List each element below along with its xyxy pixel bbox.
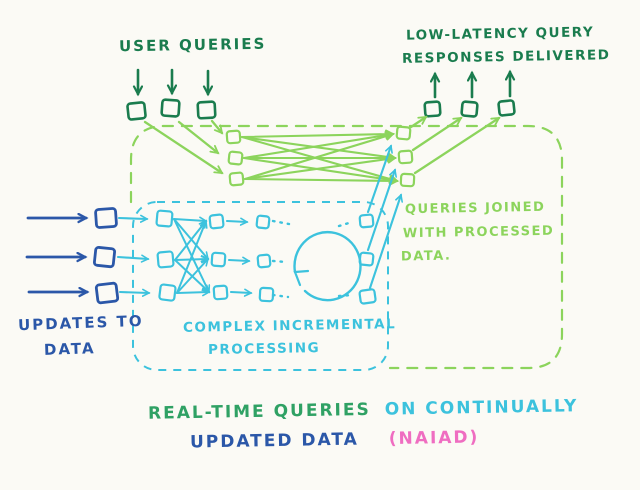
caption-updated-data: UPDATED DATA bbox=[189, 429, 360, 453]
stage-c-node bbox=[258, 286, 275, 303]
shuffle-arrow bbox=[176, 257, 210, 294]
query-feed-arrow bbox=[177, 120, 220, 155]
update-input-node bbox=[93, 246, 116, 269]
query-egress-node bbox=[397, 149, 414, 165]
joined-output-node bbox=[358, 213, 375, 229]
dotted-link bbox=[337, 220, 354, 228]
mesh-arrow bbox=[243, 176, 399, 186]
response-node bbox=[423, 100, 442, 118]
join-arrow bbox=[366, 168, 397, 252]
response-node bbox=[460, 100, 479, 118]
response-output-group bbox=[423, 72, 516, 118]
low-latency-label-line1: LOW-LATENCY QUERY bbox=[405, 24, 595, 44]
incremental-dataflow bbox=[116, 144, 403, 305]
egress-arrow bbox=[413, 116, 501, 175]
queries-joined-label-line3: DATA. bbox=[400, 248, 452, 265]
caption-on-continually: ON CONTINUALLY bbox=[384, 396, 579, 420]
caption-realtime-queries: REAL-TIME QUERIES bbox=[147, 399, 371, 424]
query-feed-arrow bbox=[143, 120, 224, 175]
shuffle-arrow bbox=[176, 219, 208, 294]
mesh-arrow bbox=[242, 130, 395, 160]
joined-output-node bbox=[358, 288, 377, 305]
user-query-node bbox=[160, 98, 181, 118]
stage-arrow bbox=[225, 217, 249, 226]
queries-joined-label-line2: WITH PROCESSED bbox=[402, 223, 555, 242]
stage-a-node bbox=[156, 250, 175, 269]
ingest-arrow bbox=[116, 254, 150, 263]
query-egress-node bbox=[395, 125, 412, 141]
mesh-arrow bbox=[242, 156, 399, 185]
egress-arrow bbox=[411, 116, 463, 152]
mesh-arrow bbox=[243, 154, 397, 181]
dotted-link bbox=[271, 259, 289, 264]
stage-arrow bbox=[227, 256, 251, 265]
query-shuffle-mesh bbox=[240, 129, 399, 186]
stage-b-node bbox=[212, 284, 229, 301]
response-node bbox=[497, 99, 516, 117]
stage-c-node bbox=[256, 253, 272, 269]
query-feed-arrow bbox=[210, 119, 224, 135]
user-query-input-group bbox=[126, 68, 217, 121]
join-arrow bbox=[366, 144, 393, 214]
user-query-node bbox=[126, 101, 147, 121]
data-update-input-group bbox=[25, 207, 120, 305]
dotted-link bbox=[271, 293, 290, 299]
update-input-node bbox=[94, 281, 120, 305]
query-ingress-node bbox=[225, 129, 242, 145]
dotted-link bbox=[271, 219, 291, 226]
caption-naiad: (NAIAD) bbox=[388, 427, 480, 450]
query-ingress-group bbox=[143, 119, 245, 187]
query-ingress-node bbox=[227, 150, 244, 166]
egress-arrow bbox=[409, 115, 428, 129]
join-arrow bbox=[368, 193, 403, 290]
stage-a-node bbox=[155, 209, 174, 228]
joined-output-node bbox=[358, 251, 375, 267]
stage-b-node bbox=[210, 251, 227, 268]
processing-boundary-box bbox=[132, 201, 389, 371]
iteration-loop-arrowhead-icon bbox=[293, 269, 310, 287]
user-queries-label: USER QUERIES bbox=[118, 34, 267, 56]
stage-c-node bbox=[255, 214, 271, 230]
query-egress-group bbox=[395, 115, 501, 188]
mesh-arrow bbox=[240, 129, 395, 139]
query-egress-node bbox=[399, 172, 416, 188]
iteration-loop-icon bbox=[293, 230, 362, 302]
update-input-node bbox=[94, 207, 118, 229]
mesh-arrow bbox=[240, 135, 397, 162]
user-query-node bbox=[196, 100, 217, 120]
shuffle-arrow bbox=[173, 216, 208, 225]
stage-arrow bbox=[229, 288, 253, 297]
mesh-arrow bbox=[243, 131, 395, 181]
shuffle-arrow bbox=[176, 288, 211, 297]
stage-b-node bbox=[208, 213, 225, 230]
updates-to-data-label-line2: DATA bbox=[43, 339, 96, 359]
complex-processing-label-line2: PROCESSING bbox=[207, 340, 321, 358]
stage-a-node bbox=[158, 283, 177, 302]
ingest-arrow bbox=[117, 214, 149, 223]
queries-joined-label-line1: QUERIES JOINED bbox=[404, 199, 546, 218]
system-boundary-box bbox=[129, 124, 564, 370]
ingest-arrow bbox=[118, 288, 151, 297]
query-ingress-node bbox=[228, 171, 245, 187]
